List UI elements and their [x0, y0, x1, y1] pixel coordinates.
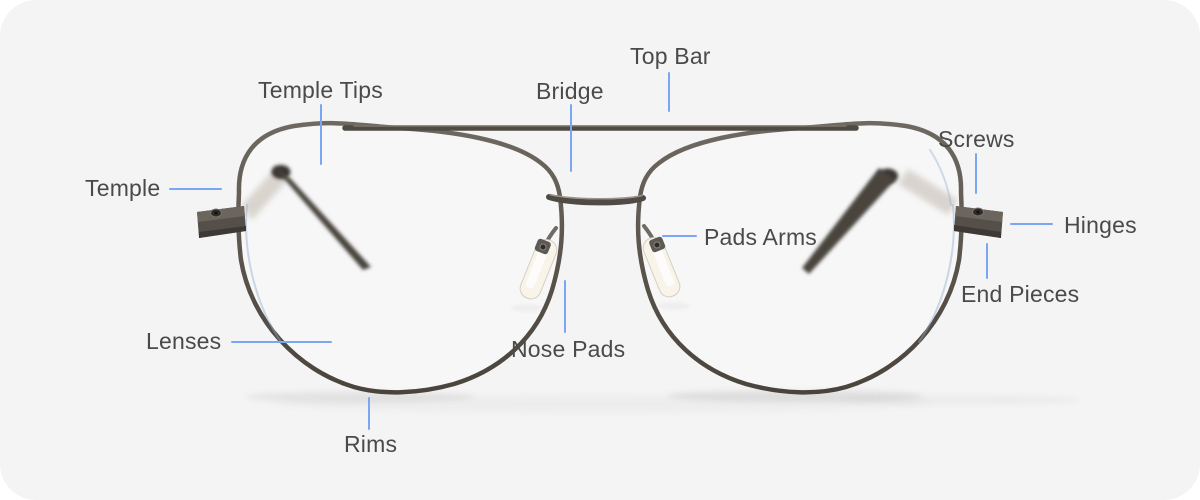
leader-top-bar [668, 72, 670, 112]
label-rims: Rims [344, 431, 398, 457]
bridge-shape [546, 193, 646, 206]
rims-shape [236, 120, 964, 395]
right-temple-arm [802, 168, 958, 274]
left-temple-arm [241, 165, 371, 270]
label-top-bar: Top Bar [630, 43, 711, 69]
label-temple-tips: Temple Tips [258, 77, 383, 103]
leader-rims [368, 397, 370, 430]
right-rim [635, 120, 964, 395]
left-nose-pad [511, 226, 558, 312]
label-lenses: Lenses [146, 328, 222, 354]
left-end-piece [197, 206, 246, 238]
top-bar-shape [342, 125, 859, 131]
leader-nose-pads [564, 280, 566, 333]
right-end-piece [954, 206, 1003, 238]
label-end-pieces: End Pieces [961, 281, 1080, 307]
leader-screws [975, 153, 977, 194]
right-nose-pad [642, 224, 690, 310]
leader-temple-tips [320, 104, 322, 165]
label-nose-pads: Nose Pads [511, 336, 626, 362]
label-temple: Temple [85, 175, 161, 201]
label-bridge: Bridge [536, 78, 604, 104]
leader-pads-arms [662, 235, 697, 237]
glasses-shadow [245, 390, 1080, 413]
leader-temple [169, 188, 222, 190]
leader-lenses [231, 341, 332, 343]
label-pads-arms: Pads Arms [704, 224, 818, 250]
leader-bridge [570, 104, 572, 172]
label-screws: Screws [938, 126, 1015, 152]
label-hinges: Hinges [1064, 212, 1137, 238]
left-rim [236, 120, 565, 395]
leader-hinges [1010, 223, 1053, 225]
leader-end-pieces [986, 243, 988, 279]
lens-reflections [245, 149, 955, 343]
